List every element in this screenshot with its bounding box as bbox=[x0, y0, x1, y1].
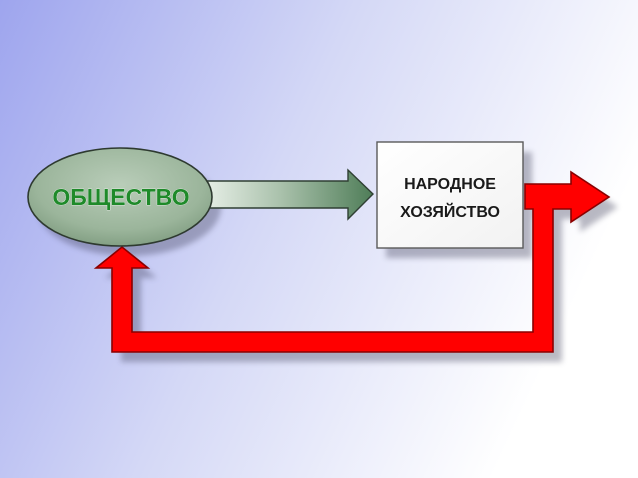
forward-arrow bbox=[205, 168, 375, 221]
feedback-arrow bbox=[93, 170, 611, 353]
society-node bbox=[27, 147, 213, 247]
society-label: ОБЩЕСТВО bbox=[52, 184, 189, 210]
economy-label-line2: ХОЗЯЙСТВО bbox=[400, 202, 500, 221]
economy-node bbox=[376, 141, 524, 249]
economy-label-line1: НАРОДНОЕ bbox=[404, 176, 496, 193]
